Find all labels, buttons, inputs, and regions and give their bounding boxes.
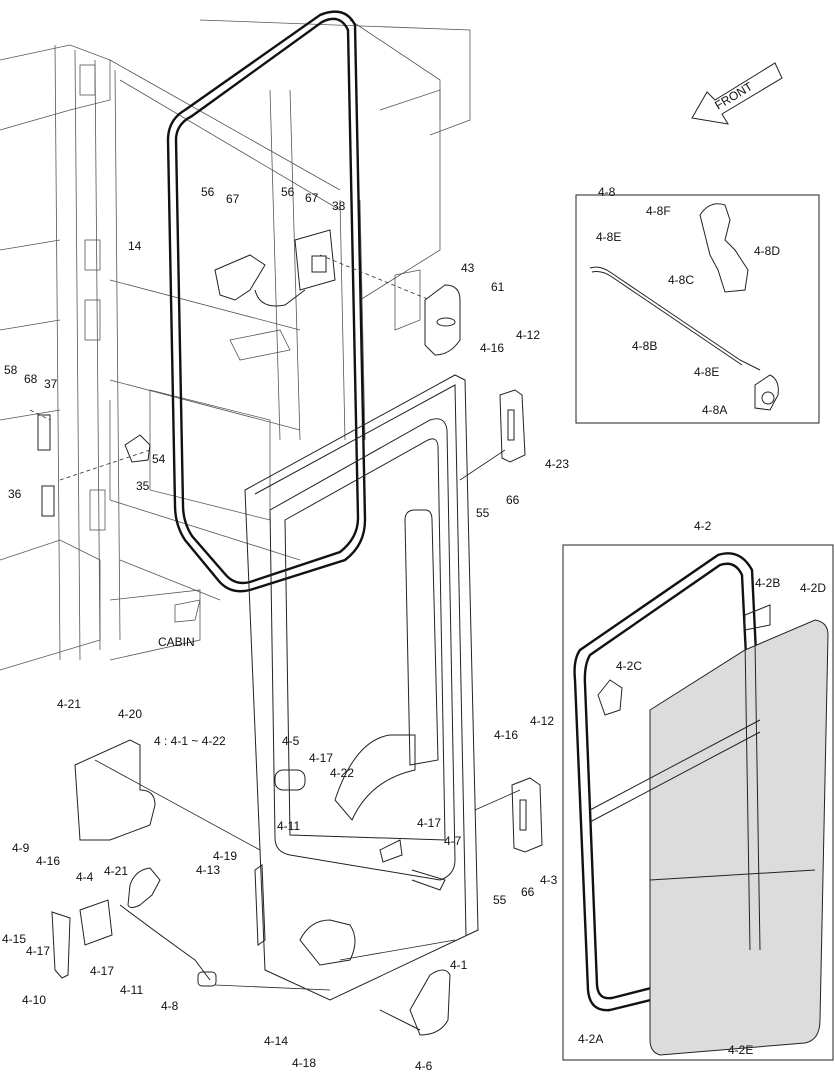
label-4-1: 4-1 <box>450 958 468 972</box>
label-4-21-b: 4-21 <box>104 864 128 878</box>
label-4-8C: 4-8C <box>668 273 694 287</box>
label-4-5: 4-5 <box>282 734 300 748</box>
label-55-b: 55 <box>493 893 507 907</box>
label-61: 61 <box>491 280 505 294</box>
label-4-8D: 4-8D <box>754 244 780 258</box>
label-4-12-a: 4-12 <box>516 328 540 342</box>
box-4-8 <box>575 194 820 424</box>
label-4-8-box: 4-8 <box>598 185 616 199</box>
bracket-37 <box>37 414 51 451</box>
label-4-2B: 4-2B <box>755 576 780 590</box>
label-58: 58 <box>4 363 18 377</box>
label-4-16-a: 4-16 <box>480 341 504 355</box>
hinge-4-23 <box>499 389 526 463</box>
label-4-3: 4-3 <box>540 873 558 887</box>
pad-4-5 <box>274 769 446 891</box>
label-56-a: 56 <box>201 185 215 199</box>
label-4-20: 4-20 <box>118 707 142 721</box>
box-4-2 <box>562 544 834 1061</box>
label-4-2A: 4-2A <box>578 1032 603 1046</box>
label-66-a: 66 <box>506 493 520 507</box>
label-56-b: 56 <box>281 185 295 199</box>
window-seal-14 <box>166 10 367 593</box>
label-4-2C: 4-2C <box>616 659 642 673</box>
label-4-2E: 4-2E <box>728 1043 753 1057</box>
label-4-2: 4-2 <box>694 519 712 533</box>
lock-38 <box>294 229 336 291</box>
label-4-17-b: 4-17 <box>417 816 441 830</box>
cover-43 <box>424 284 461 356</box>
plate-4-20 <box>74 739 156 841</box>
label-55-a: 55 <box>476 506 490 520</box>
label-range: 4 : 4-1 ~ 4-22 <box>154 734 226 748</box>
label-4-2D: 4-2D <box>800 581 826 595</box>
label-67-a: 67 <box>226 192 240 206</box>
label-4-17-a: 4-17 <box>309 751 333 765</box>
latch-4-4 <box>51 867 217 987</box>
label-43: 43 <box>461 261 475 275</box>
label-4-15: 4-15 <box>2 932 26 946</box>
door-4-1 <box>244 374 479 1001</box>
label-4-23: 4-23 <box>545 457 569 471</box>
label-66-b: 66 <box>521 885 535 899</box>
label-4-14: 4-14 <box>264 1034 288 1048</box>
label-36: 36 <box>8 487 22 501</box>
label-4-16-b: 4-16 <box>494 728 518 742</box>
label-4-21-a: 4-21 <box>57 697 81 711</box>
label-4-8B: 4-8B <box>632 339 657 353</box>
handle-4-6 <box>379 969 451 1036</box>
label-67-b: 67 <box>305 191 319 205</box>
bracket-left <box>214 254 306 307</box>
label-68: 68 <box>24 372 38 386</box>
label-front: FRONT <box>712 79 755 113</box>
label-4-8A: 4-8A <box>702 403 727 417</box>
label-4-7: 4-7 <box>444 834 462 848</box>
cabin-frame <box>0 19 471 671</box>
bracket-36 <box>41 485 55 517</box>
label-14: 14 <box>128 239 142 253</box>
label-4-17-c: 4-17 <box>26 944 50 958</box>
label-4-6: 4-6 <box>415 1059 433 1073</box>
label-4-17-d: 4-17 <box>90 964 114 978</box>
label-35: 35 <box>136 479 150 493</box>
label-4-8E-a: 4-8E <box>596 230 621 244</box>
label-cabin: CABIN <box>158 635 195 649</box>
label-4-8E-b: 4-8E <box>694 365 719 379</box>
hinge-4-3 <box>511 777 543 853</box>
label-4-12-b: 4-12 <box>530 714 554 728</box>
label-54: 54 <box>152 452 166 466</box>
label-4-19: 4-19 <box>213 849 237 863</box>
label-37: 37 <box>44 377 58 391</box>
label-4-18: 4-18 <box>292 1056 316 1070</box>
label-4-13: 4-13 <box>196 863 220 877</box>
label-4-9: 4-9 <box>12 841 30 855</box>
label-4-22: 4-22 <box>330 766 354 780</box>
label-4-10: 4-10 <box>22 993 46 1007</box>
label-4-16-c: 4-16 <box>36 854 60 868</box>
label-4-11-a: 4-11 <box>277 819 300 833</box>
label-38: 38 <box>332 199 346 213</box>
label-4-8F: 4-8F <box>646 204 671 218</box>
label-4-11-b: 4-11 <box>120 983 143 997</box>
front-arrow <box>691 62 783 125</box>
label-4-8-main: 4-8 <box>161 999 179 1013</box>
striker-35 <box>124 434 151 463</box>
label-4-4: 4-4 <box>76 870 94 884</box>
assembly-lines <box>29 254 521 991</box>
